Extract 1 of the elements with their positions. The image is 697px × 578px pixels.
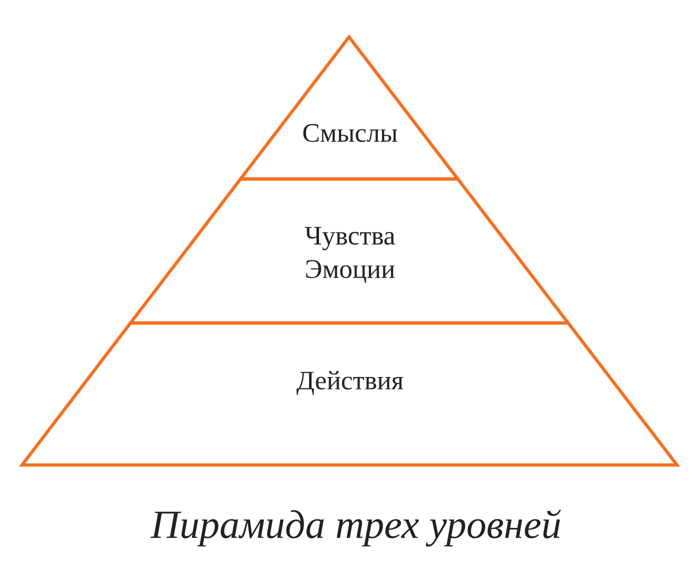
caption: Пирамида трех уровней	[150, 509, 561, 547]
